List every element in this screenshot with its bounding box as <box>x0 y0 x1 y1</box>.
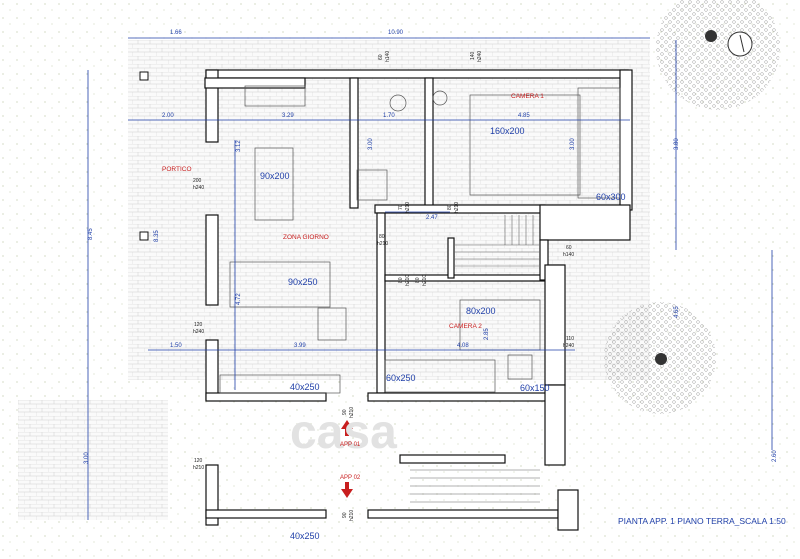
label-wardrobe-living: 40x250 <box>290 382 320 392</box>
watermark: casa <box>290 406 397 459</box>
dim-total-h: 8.45 <box>88 228 94 240</box>
open-w-top2b: h240 <box>477 51 483 62</box>
north-arrow <box>727 31 753 57</box>
label-wardrobe-c2: 60x150 <box>520 383 550 393</box>
terrace-paving-left <box>18 400 168 520</box>
open-w-top1: 60 <box>378 54 384 60</box>
label-camera2: CAMERA 2 <box>449 323 482 330</box>
open-door-livingb: h210 <box>377 241 388 247</box>
open-door-hallb: h210 <box>422 275 428 286</box>
open-door-hall: 80 <box>415 277 421 283</box>
open-door-living: 80 <box>379 234 385 240</box>
open-door-bathb: h210 <box>405 202 411 213</box>
open-door-c2: 80 <box>398 277 404 283</box>
open-w-right: 60 <box>566 245 572 251</box>
dim-right-h2: 4.65 <box>674 306 680 318</box>
dim-top-left: 1.66 <box>170 30 182 36</box>
label-wardrobe1: 60x300 <box>596 192 626 202</box>
label-portico: PORTICO <box>162 166 192 173</box>
open-w-top1b: h140 <box>385 51 391 62</box>
open-w-leftb: h240 <box>193 329 204 335</box>
open-entry1: 90 <box>342 409 348 415</box>
open-entry2b: h210 <box>349 510 355 521</box>
dim-right-bottom: 2.60 <box>772 450 778 462</box>
label-app01: APP 01 <box>340 442 361 448</box>
open-w-left: 120 <box>194 322 203 328</box>
open-portico-door: 200 <box>193 178 202 184</box>
open-entry1b: h210 <box>349 407 355 418</box>
open-w-rightb: h140 <box>563 252 574 258</box>
tree-trunk-1 <box>705 30 717 42</box>
walls <box>204 69 633 531</box>
entry-arrow-up <box>341 420 353 436</box>
open-portico-doorb: h240 <box>193 185 204 191</box>
furniture <box>219 85 621 394</box>
dim-cam1-w: 4.85 <box>518 113 530 119</box>
dim-living-h: 3.12 <box>236 140 242 152</box>
open-entry2: 90 <box>342 512 348 518</box>
column-marker-2 <box>139 231 149 241</box>
open-door-bath: 70 <box>398 204 404 210</box>
dim-cam1-h: 3.00 <box>570 138 576 150</box>
dim-hall-w: 2.47 <box>426 215 438 221</box>
dim-living-w2: 3.99 <box>294 343 306 349</box>
open-w-top2: 140 <box>470 51 476 60</box>
dim-living-h2: 4.72 <box>236 293 242 305</box>
open-w-right2b: h240 <box>563 343 574 349</box>
dim-left-2: 2.00 <box>162 113 174 119</box>
dim-top-total: 10.90 <box>388 30 404 36</box>
label-bed2: 80x200 <box>466 306 496 316</box>
dim-bath-w: 1.70 <box>383 113 395 119</box>
stairs <box>410 215 540 503</box>
dim-portico-h: 8.35 <box>154 230 160 242</box>
open-w-left2: 120 <box>194 458 203 464</box>
label-camera1: CAMERA 1 <box>511 93 544 100</box>
label-sofa: 90x250 <box>288 277 318 287</box>
column-marker <box>139 71 149 81</box>
dim-bath-h: 3.00 <box>368 138 374 150</box>
dim-living-w: 3.29 <box>282 113 294 119</box>
dim-right-h: 3.80 <box>674 138 680 150</box>
dim-cam2-h: 2.85 <box>484 328 490 340</box>
tree-trunk-2 <box>655 353 667 365</box>
dimension-lines <box>87 37 773 520</box>
dim-bottom-left: 1.50 <box>170 343 182 349</box>
label-app02: APP 02 <box>340 475 361 481</box>
open-door-cam1: 80 <box>447 204 453 210</box>
entry-arrow-down <box>341 482 353 498</box>
label-wardrobe-hall: 60x250 <box>386 373 416 383</box>
tree-top-right <box>656 0 780 110</box>
open-w-left2b: h210 <box>193 465 204 471</box>
label-zona-giorno: ZONA GIORNO <box>283 234 329 241</box>
label-table: 90x200 <box>260 171 290 181</box>
open-w-right2: 110 <box>566 336 574 342</box>
dim-cam2-w: 4.08 <box>457 343 469 349</box>
open-door-cam1b: h210 <box>454 202 460 213</box>
dim-left-bottom: 3.00 <box>84 452 90 464</box>
label-bed1: 160x200 <box>490 126 525 136</box>
open-door-c2b: h210 <box>405 275 411 286</box>
label-wardrobe-bottom: 40x250 <box>290 531 320 541</box>
plan-title: PIANTA APP. 1 PIANO TERRA_SCALA 1:50 <box>618 516 786 526</box>
